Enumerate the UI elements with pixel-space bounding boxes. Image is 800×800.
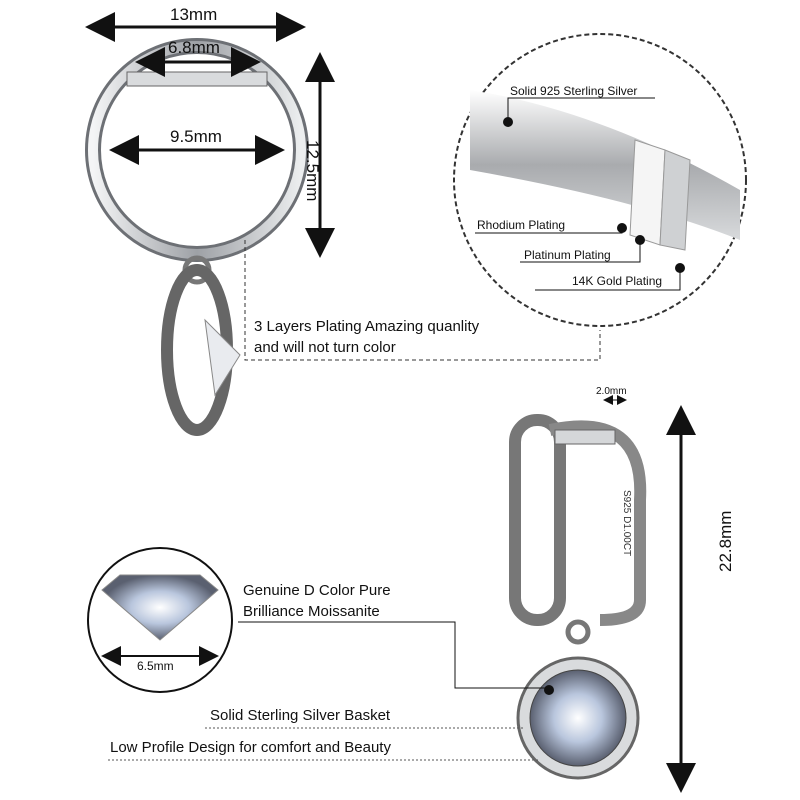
width-13mm-label: 13mm	[170, 5, 218, 24]
side-earring-illustration	[509, 414, 647, 780]
layer-platinum-label: Platinum Plating	[524, 248, 611, 262]
stone-desc-line2: Brilliance Moissanite	[243, 603, 380, 620]
stone-diameter-label: 6.5mm	[137, 659, 174, 673]
layer-gold-label: 14K Gold Plating	[572, 274, 663, 288]
plating-magnifier	[453, 33, 747, 327]
thickness-label: 2.0mm	[596, 386, 627, 397]
height-12-5mm-label: 12.5mm	[303, 140, 322, 202]
inner-diameter-label: 9.5mm	[170, 127, 222, 146]
engraving-text: S925 D1.00CT	[621, 490, 632, 557]
layer-rhodium-label: Rhodium Plating	[477, 218, 566, 232]
feature-low-profile: Low Profile Design for comfort and Beaut…	[110, 739, 391, 756]
plating-caption-line1: 3 Layers Plating Amazing quanlity	[254, 318, 480, 335]
top-earring-illustration	[85, 38, 309, 436]
feature-basket: Solid Sterling Silver Basket	[210, 707, 391, 724]
plating-caption-line2: and will not turn color	[254, 339, 396, 356]
bar-width-label: 6.8mm	[168, 38, 220, 57]
layer-silver-label: Solid 925 Sterling Silver	[510, 84, 638, 98]
stone-desc-line1: Genuine D Color Pure	[243, 582, 391, 599]
total-height-label: 22.8mm	[716, 510, 735, 572]
